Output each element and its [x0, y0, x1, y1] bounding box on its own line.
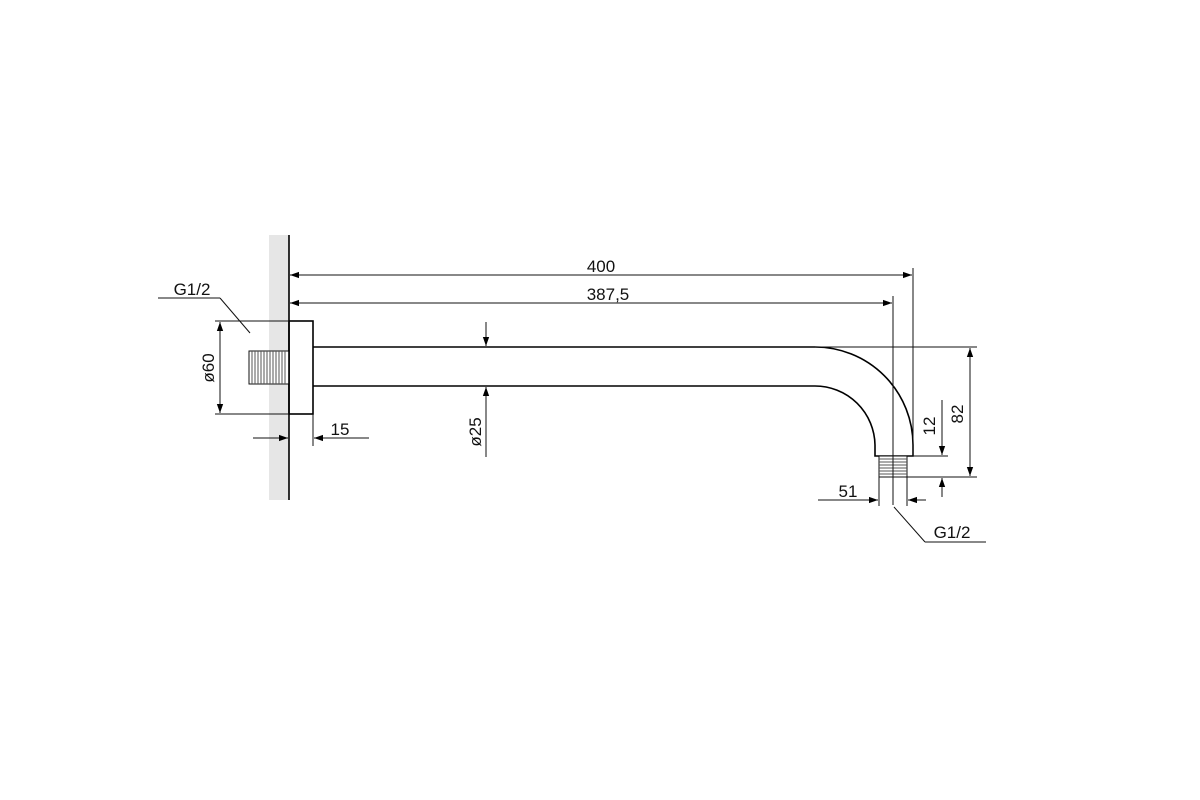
dim-thread-length-label: 12 [920, 417, 939, 436]
outlet-thread-callout: G1/2 [893, 506, 986, 543]
wall-thread [248, 350, 290, 385]
dim-pipe-diameter-label: ø25 [466, 417, 485, 446]
dim-thread-length: 12 [913, 400, 948, 497]
dim-400: 400 [290, 257, 914, 456]
dim-400-label: 400 [587, 257, 615, 276]
wall-thread-callout: G1/2 [158, 280, 251, 334]
dim-nozzle-offset-label: 51 [839, 482, 858, 501]
dim-pipe-diameter: ø25 [466, 322, 490, 457]
dim-flange-diameter: ø60 [199, 320, 289, 415]
dim-total-drop: 82 [815, 346, 977, 478]
dim-flange-depth: 15 [253, 414, 369, 446]
wall-thread-label: G1/2 [174, 280, 211, 299]
outlet-thread-label: G1/2 [934, 523, 971, 542]
dim-flange-diameter-label: ø60 [199, 353, 218, 382]
dim-nozzle-offset: 51 [818, 477, 926, 506]
dim-387-5-label: 387,5 [587, 285, 630, 304]
dim-387-5: 387,5 [290, 285, 894, 505]
flange [288, 320, 314, 415]
dim-total-drop-label: 82 [948, 405, 967, 424]
pipe-arm [313, 346, 914, 457]
dim-flange-depth-label: 15 [331, 420, 350, 439]
